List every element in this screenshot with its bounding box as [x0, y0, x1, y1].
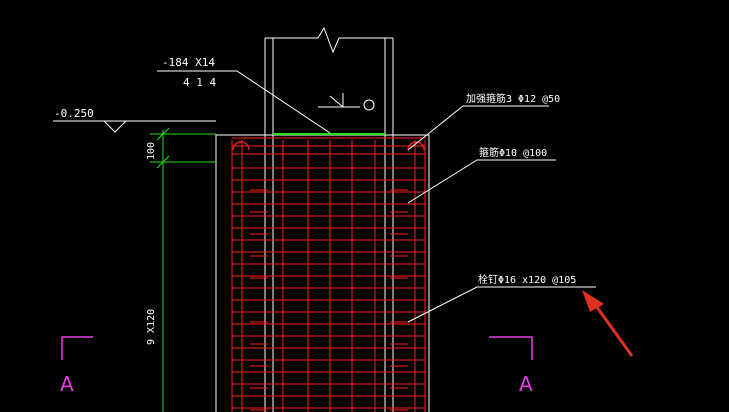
stirrup-label: 箍筋Φ10 @100 — [479, 146, 547, 159]
dim-side-label: 9 X120 — [146, 309, 157, 345]
section-label-left: A — [60, 372, 74, 396]
weld-symbol — [318, 93, 375, 111]
section-mark-left — [61, 336, 93, 360]
plate-count-label: 4 1 4 — [183, 76, 216, 89]
dim-top-label: 100 — [146, 142, 157, 160]
rebar-hook — [407, 141, 425, 151]
concrete-outline — [215, 134, 430, 412]
stud-label: 栓钉Φ16 x120 @105 — [478, 273, 576, 286]
section-markers — [61, 336, 533, 360]
annotation-arrow — [582, 290, 634, 357]
stud-leader — [407, 286, 596, 323]
section-label-right: A — [519, 372, 533, 396]
stiffener-leader — [407, 105, 549, 151]
rebar-cage — [231, 137, 426, 412]
plate-size-label: -184 X14 — [162, 56, 215, 69]
stirrup-leader — [407, 159, 556, 204]
stiffener-stirrup-label: 加强箍筋3 Φ12 @50 — [466, 92, 560, 105]
steel-column — [264, 26, 394, 412]
elevation-triangle — [102, 120, 128, 133]
section-mark-right — [489, 336, 533, 360]
elevation-label: -0.250 — [54, 107, 94, 120]
break-symbol — [265, 26, 393, 54]
leader-lines — [53, 70, 596, 323]
rebar-hook — [232, 141, 250, 151]
plate-leader — [157, 70, 331, 134]
dimension-lines — [150, 127, 216, 412]
